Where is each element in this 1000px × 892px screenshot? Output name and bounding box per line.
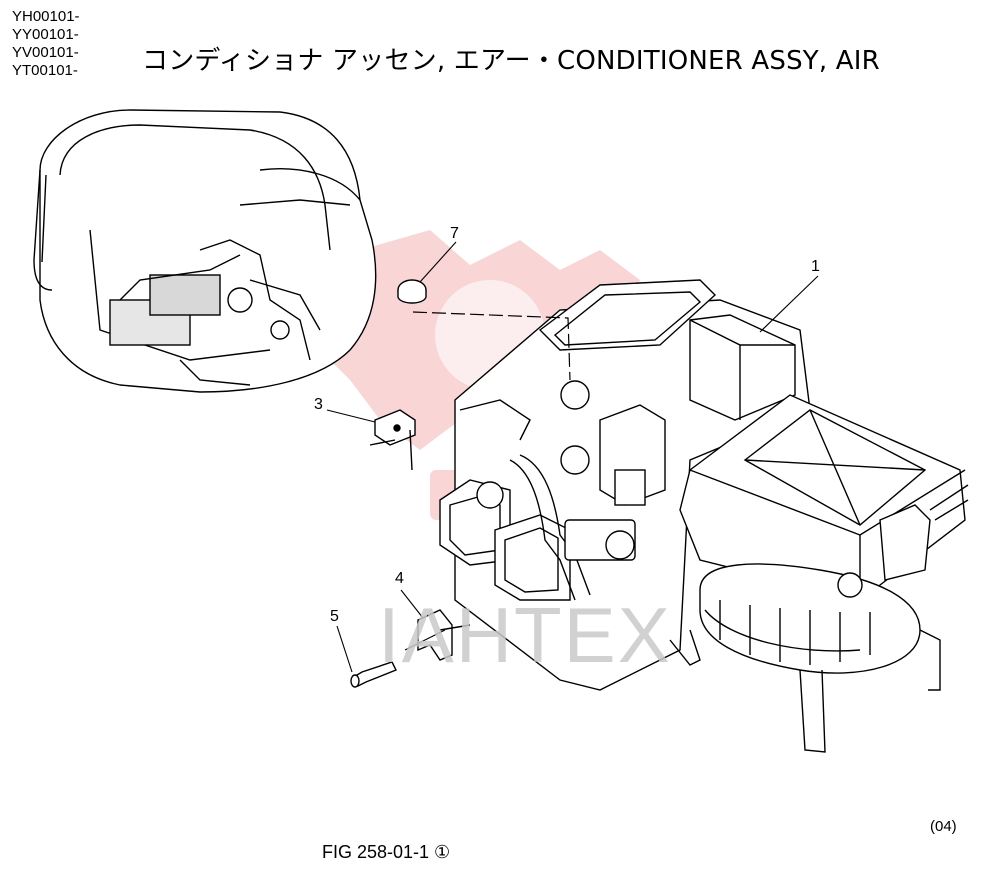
page-title: コンディショナ アッセン, エアー・CONDITIONER ASSY, AIR bbox=[142, 46, 880, 76]
callout-3: 3 bbox=[314, 396, 323, 413]
air-conditioner-unit bbox=[439, 279, 969, 753]
callout-7: 7 bbox=[450, 225, 459, 242]
serial-number: YV00101- bbox=[12, 44, 79, 61]
serial-number: YY00101- bbox=[12, 26, 79, 43]
callout-4: 4 bbox=[395, 570, 404, 587]
revision-code: (04) bbox=[930, 818, 957, 835]
serial-number-list: YH00101- YY00101- YV00101- YT00101- bbox=[12, 8, 80, 80]
watermark-text: IAHTEX bbox=[378, 591, 672, 679]
plug-install-line bbox=[412, 311, 571, 381]
callout-1: 1 bbox=[811, 258, 820, 275]
plug-part bbox=[397, 279, 427, 304]
cab-overview bbox=[33, 109, 377, 393]
bracket-part bbox=[369, 409, 416, 471]
callout-5: 5 bbox=[330, 608, 339, 625]
leader-lines bbox=[326, 241, 819, 673]
bolt-part bbox=[350, 661, 397, 688]
serial-number: YT00101- bbox=[12, 62, 78, 79]
figure-caption: FIG 258-01-1 ① bbox=[322, 842, 451, 862]
serial-number: YH00101- bbox=[12, 8, 80, 25]
